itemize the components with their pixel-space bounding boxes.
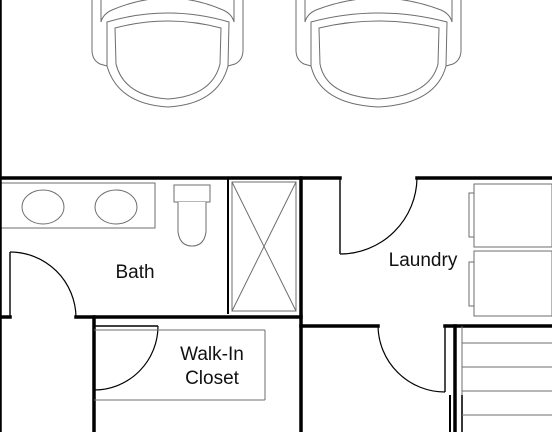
armchair-left	[91, 0, 244, 108]
room-label-laundry: Laundry	[389, 250, 458, 271]
sink-right	[94, 189, 138, 225]
armchair-right	[295, 0, 462, 108]
sink-left	[21, 189, 65, 225]
bath-door[interactable]	[9, 251, 77, 318]
room-label-bath: Bath	[115, 262, 154, 283]
dryer	[468, 250, 552, 317]
lower-door[interactable]	[377, 325, 446, 393]
vanity-counter	[0, 182, 156, 229]
room-label-closet-line2: Closet	[185, 368, 240, 389]
laundry-door[interactable]	[339, 177, 418, 255]
closet-door[interactable]	[93, 325, 266, 401]
room-label-closet-line1: Walk-In	[180, 344, 244, 365]
shower	[227, 177, 297, 314]
toilet	[173, 184, 211, 247]
washer	[468, 183, 552, 248]
stairs	[461, 326, 552, 432]
